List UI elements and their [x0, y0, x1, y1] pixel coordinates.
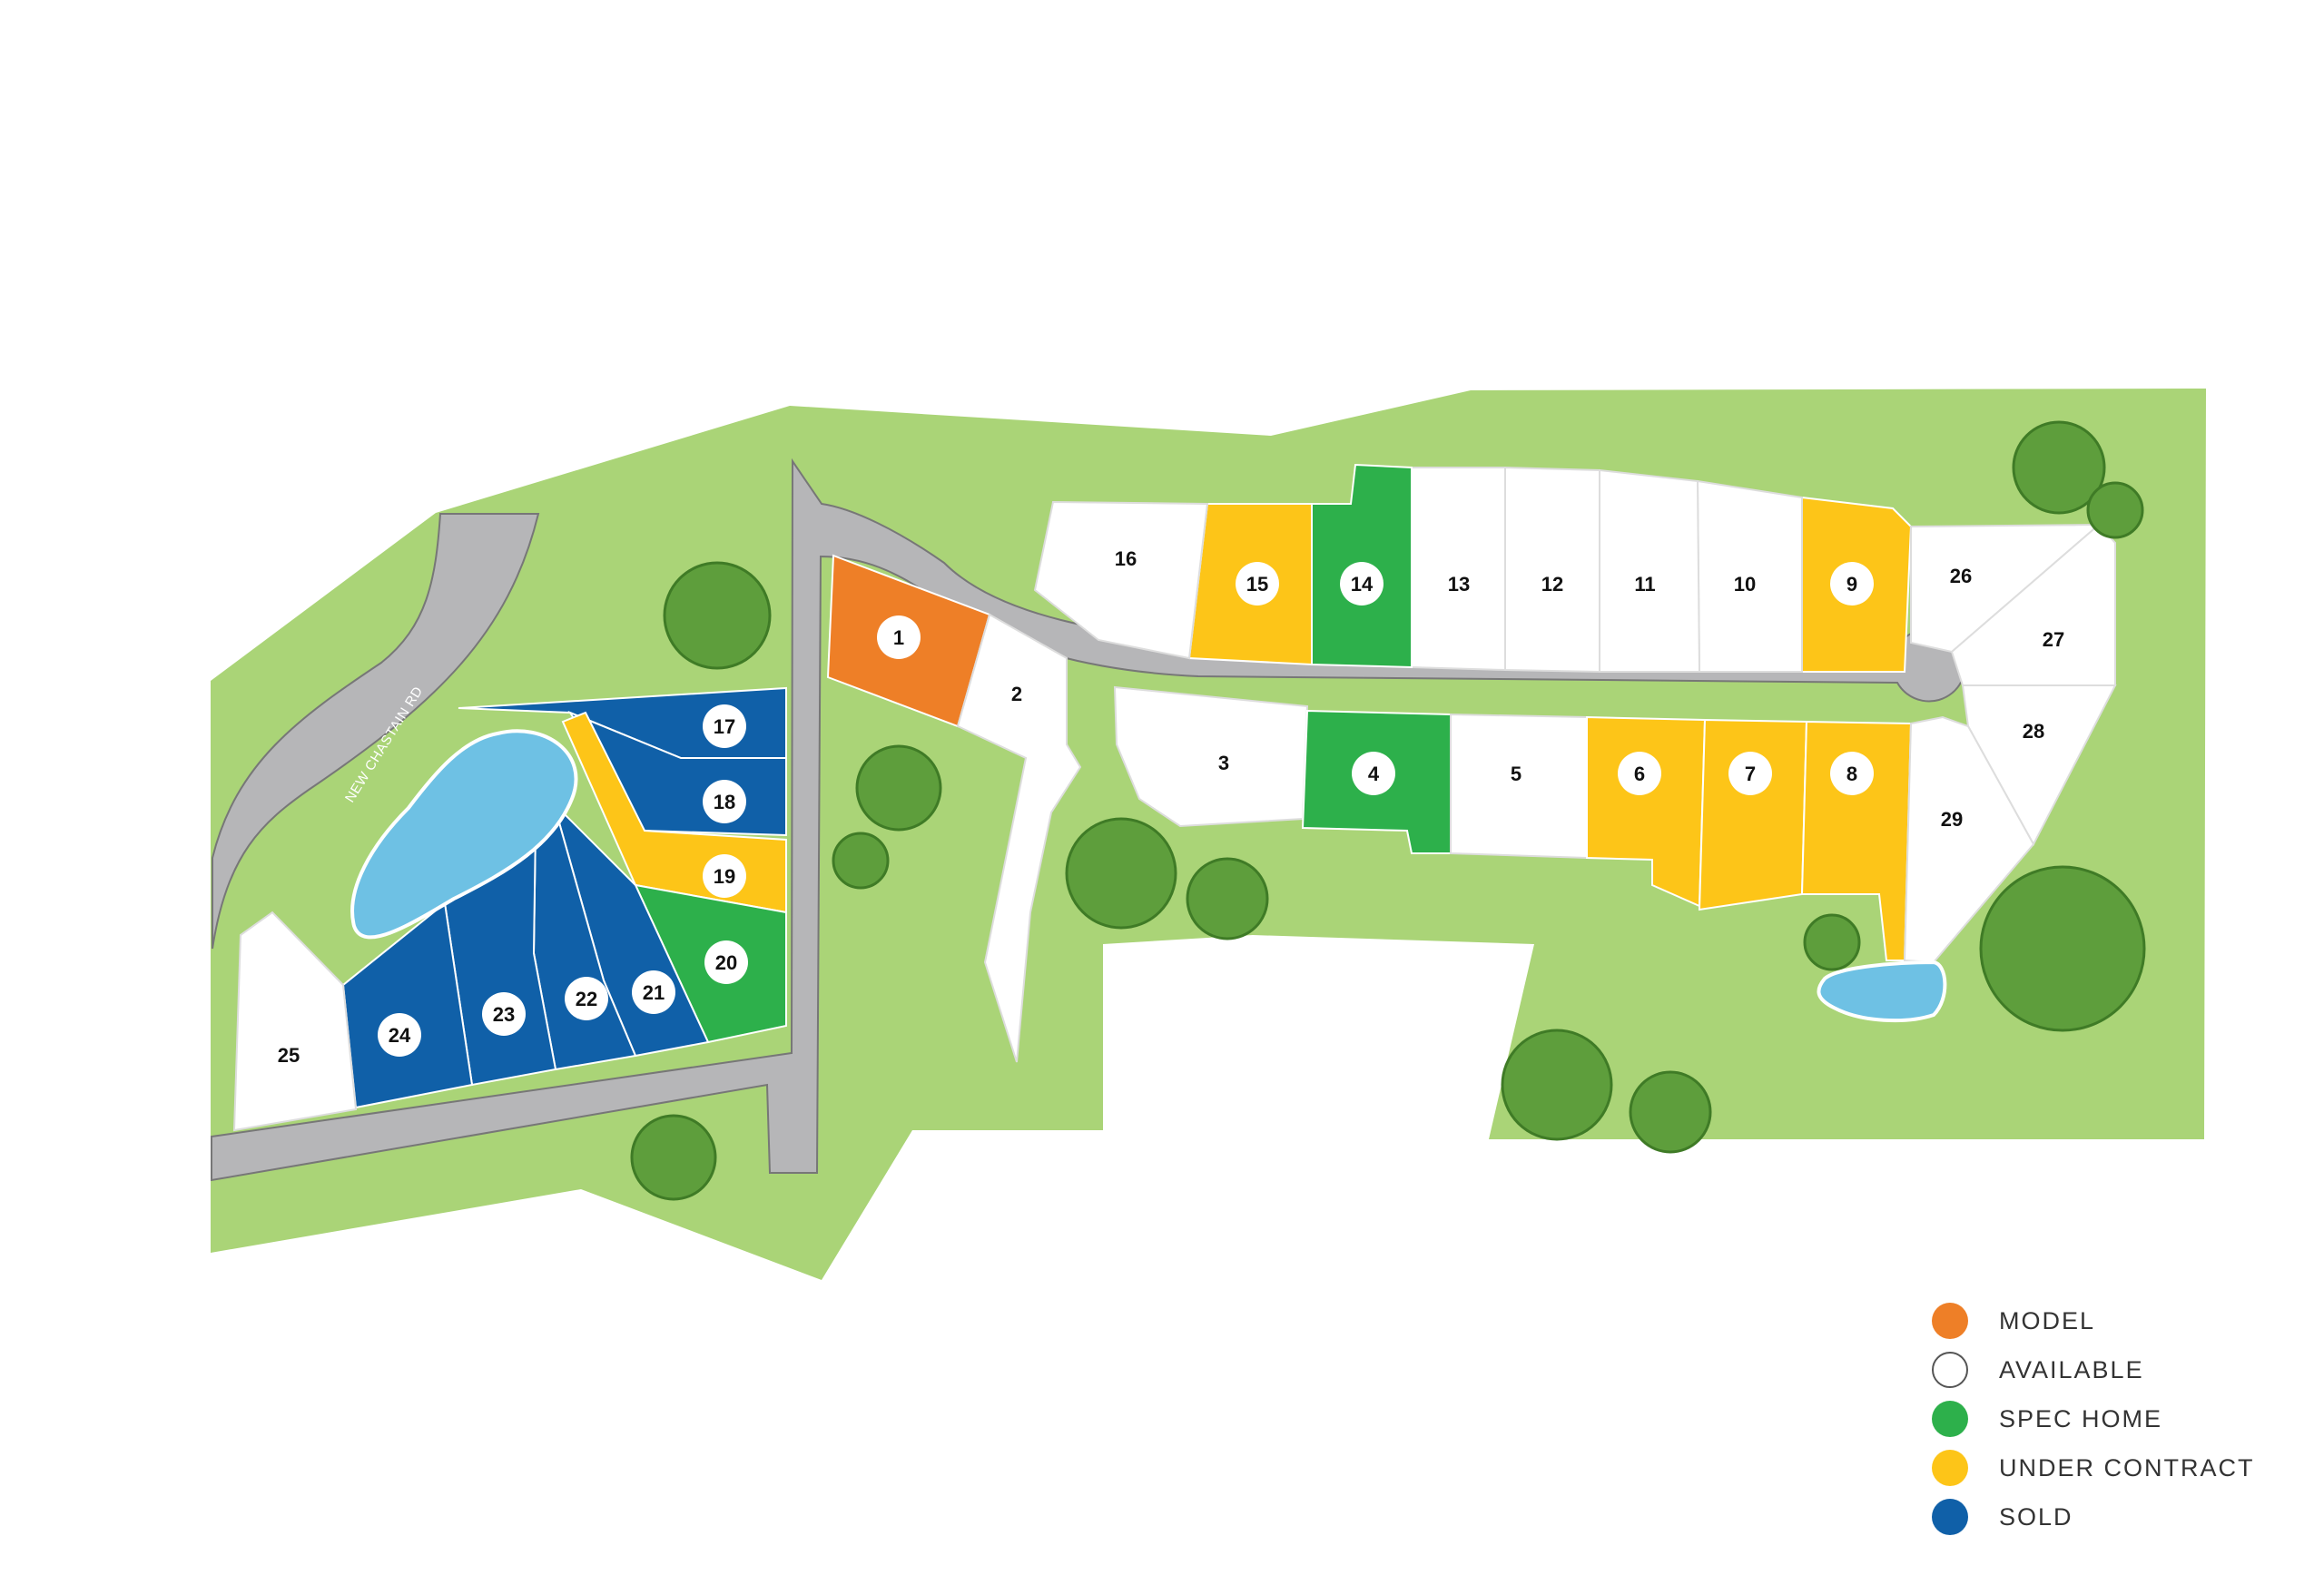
lot-badge-20 — [704, 940, 748, 984]
legend-item-model: MODEL — [1932, 1296, 2255, 1345]
lot-shape-5[interactable] — [1450, 713, 1588, 860]
lot-label-5: 5 — [1511, 763, 1521, 785]
pond-west — [350, 729, 578, 940]
tree-icon — [2012, 420, 2106, 515]
lot-badge-7 — [1728, 752, 1772, 795]
lot-label-21: 21 — [643, 981, 665, 1004]
pond-east — [1817, 960, 1947, 1023]
lot-label-16: 16 — [1115, 547, 1137, 570]
lot-badge-21 — [632, 970, 675, 1014]
lot-badge-9 — [1830, 562, 1874, 606]
lot-label-2: 2 — [1011, 683, 1022, 705]
lot-label-6: 6 — [1634, 763, 1645, 785]
lot-label-29: 29 — [1941, 808, 1963, 831]
lot-label-19: 19 — [714, 865, 735, 888]
tree-icon — [2086, 481, 2144, 539]
lot-badge-19 — [703, 854, 746, 898]
lot-badge-6 — [1618, 752, 1661, 795]
lot-shape-2[interactable] — [956, 613, 1082, 1063]
spec-dot-icon — [1932, 1401, 1968, 1437]
lot-shape-25[interactable] — [232, 911, 358, 1132]
legend-item-contract: UNDER CONTRACT — [1932, 1443, 2255, 1492]
lot-label-9: 9 — [1846, 573, 1857, 596]
legend: MODEL AVAILABLE SPEC HOME UNDER CONTRACT… — [1932, 1296, 2255, 1541]
legend-label-available: AVAILABLE — [1999, 1355, 2144, 1383]
legend-item-sold: SOLD — [1932, 1492, 2255, 1541]
ponds — [350, 729, 1947, 1023]
lot-badge-23 — [482, 992, 526, 1036]
lot-badge-18 — [703, 780, 746, 823]
lot-label-17: 17 — [714, 715, 735, 738]
lot-badge-14 — [1340, 562, 1384, 606]
tree-icon — [1065, 817, 1177, 930]
lot-label-27: 27 — [2043, 628, 2064, 651]
lot-badge-1 — [877, 615, 921, 659]
lot-badge-22 — [565, 977, 608, 1020]
available-dot-icon — [1932, 1352, 1968, 1388]
lot-shape-7[interactable] — [1698, 718, 1808, 911]
lot-label-4: 4 — [1368, 763, 1380, 785]
tree-icon — [1629, 1070, 1712, 1154]
contract-dot-icon — [1932, 1450, 1968, 1486]
lot-label-7: 7 — [1745, 763, 1756, 785]
model-dot-icon — [1932, 1303, 1968, 1339]
tree-icon — [855, 744, 942, 832]
lot-label-10: 10 — [1734, 573, 1756, 596]
lot-label-15: 15 — [1246, 573, 1268, 596]
lot-badge-24 — [378, 1013, 421, 1057]
lot-badge-8 — [1830, 752, 1874, 795]
legend-label-sold: SOLD — [1999, 1502, 2073, 1531]
tree-icon — [630, 1114, 717, 1201]
lot-shape-3[interactable] — [1113, 685, 1309, 828]
lot-label-23: 23 — [493, 1003, 515, 1026]
new-chastain-road — [212, 513, 540, 950]
lot-label-18: 18 — [714, 791, 735, 813]
lot-label-28: 28 — [2023, 720, 2044, 743]
sold-dot-icon — [1932, 1499, 1968, 1535]
lot-label-24: 24 — [389, 1024, 411, 1047]
lot-shape-16[interactable] — [1033, 500, 1209, 660]
lot-shape-13[interactable] — [1411, 467, 1506, 672]
lot-badge-17 — [703, 704, 746, 748]
lot-labels: 1 2 3 4 5 6 7 8 9 10 11 12 13 14 15 16 1… — [278, 547, 2064, 1067]
lot-label-25: 25 — [278, 1044, 300, 1067]
lot-shape-11[interactable] — [1599, 468, 1701, 673]
legend-label-contract: UNDER CONTRACT — [1999, 1453, 2255, 1482]
tree-icon — [1979, 865, 2146, 1032]
tree-icon — [832, 832, 890, 890]
legend-item-spec: SPEC HOME — [1932, 1394, 2255, 1443]
lot-label-11: 11 — [1634, 573, 1655, 596]
legend-label-model: MODEL — [1999, 1306, 2096, 1334]
tree-icon — [663, 561, 772, 670]
tree-icon — [1186, 857, 1269, 940]
lot-label-14: 14 — [1351, 573, 1374, 596]
trees — [630, 420, 2146, 1201]
lot-label-26: 26 — [1950, 565, 1972, 587]
lot-label-8: 8 — [1846, 763, 1857, 785]
lot-badge-4 — [1352, 752, 1395, 795]
lot-label-22: 22 — [576, 988, 597, 1010]
lot-label-12: 12 — [1541, 573, 1563, 596]
tree-icon — [1501, 1029, 1613, 1141]
tree-icon — [1803, 913, 1861, 971]
legend-label-spec: SPEC HOME — [1999, 1404, 2163, 1433]
lot-shape-29[interactable] — [1903, 715, 2035, 964]
legend-item-available: AVAILABLE — [1932, 1345, 2255, 1394]
lot-label-3: 3 — [1218, 752, 1229, 774]
lot-shape-12[interactable] — [1504, 466, 1600, 674]
lot-badge-15 — [1236, 562, 1279, 606]
lot-label-1: 1 — [893, 626, 904, 649]
lot-label-20: 20 — [715, 951, 737, 974]
lot-label-13: 13 — [1448, 573, 1470, 596]
